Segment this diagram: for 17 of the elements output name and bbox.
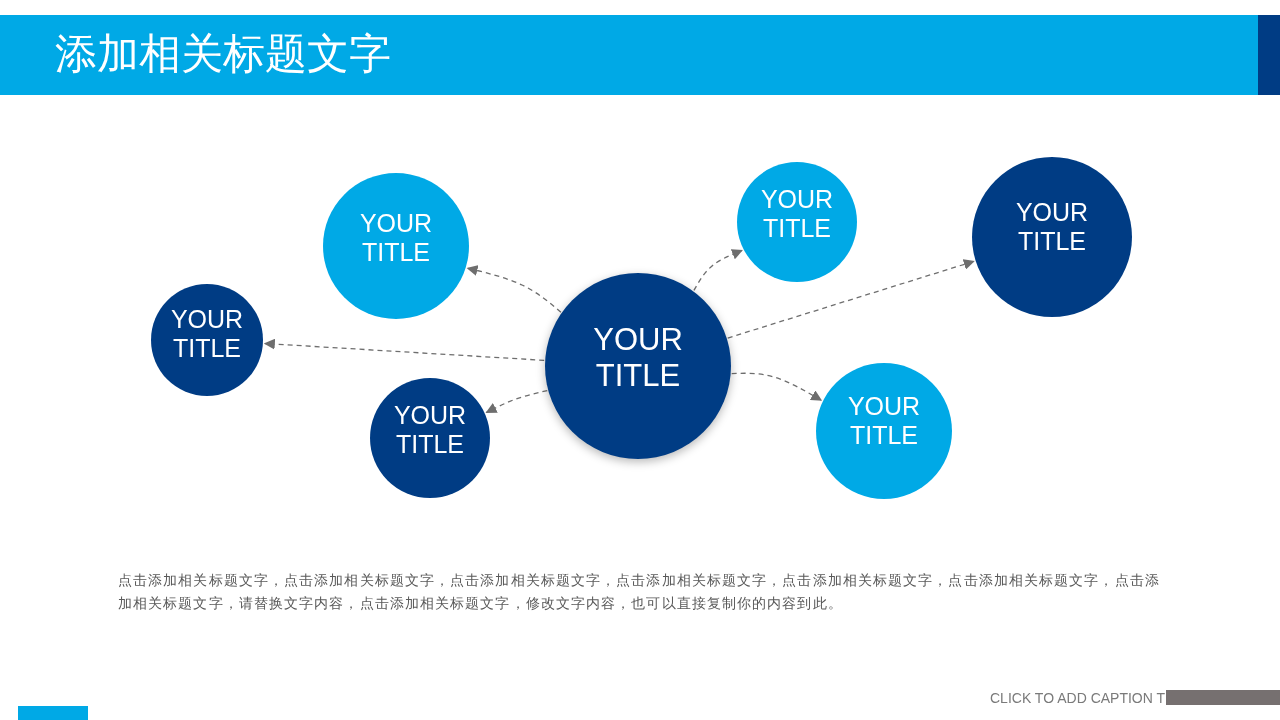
circle-title: YOUR TITLE: [759, 185, 835, 243]
caption-text: CLICK TO ADD CAPTION T: [990, 689, 1166, 708]
slide-title: 添加相关标题文字: [55, 29, 391, 79]
circle-title: YOUR TITLE: [1014, 198, 1090, 256]
body-text: 点击添加相关标题文字，点击添加相关标题文字，点击添加相关标题文字，点击添加相关标题文字，点击添加相关标题文字，点击添加相关标题文字，点击添加相关标题文字，请替换文字内容，点击添加相关标题文字，修改文字内容，也可以直接复制你的内容到此。: [118, 571, 1161, 613]
circle-title: YOUR TITLE: [358, 209, 434, 267]
footer-bar: [1166, 690, 1280, 705]
circle-title: YOUR TITLE: [169, 305, 245, 363]
arrow: [727, 259, 975, 339]
arrow: [485, 389, 548, 414]
arrow: [731, 372, 823, 401]
circle-title: YOUR TITLE: [392, 401, 468, 459]
arrow: [466, 265, 562, 313]
circle-title: YOUR TITLE: [592, 322, 684, 394]
circle-title: YOUR TITLE: [846, 392, 922, 450]
arrow: [263, 338, 545, 361]
arrow: [693, 249, 743, 292]
